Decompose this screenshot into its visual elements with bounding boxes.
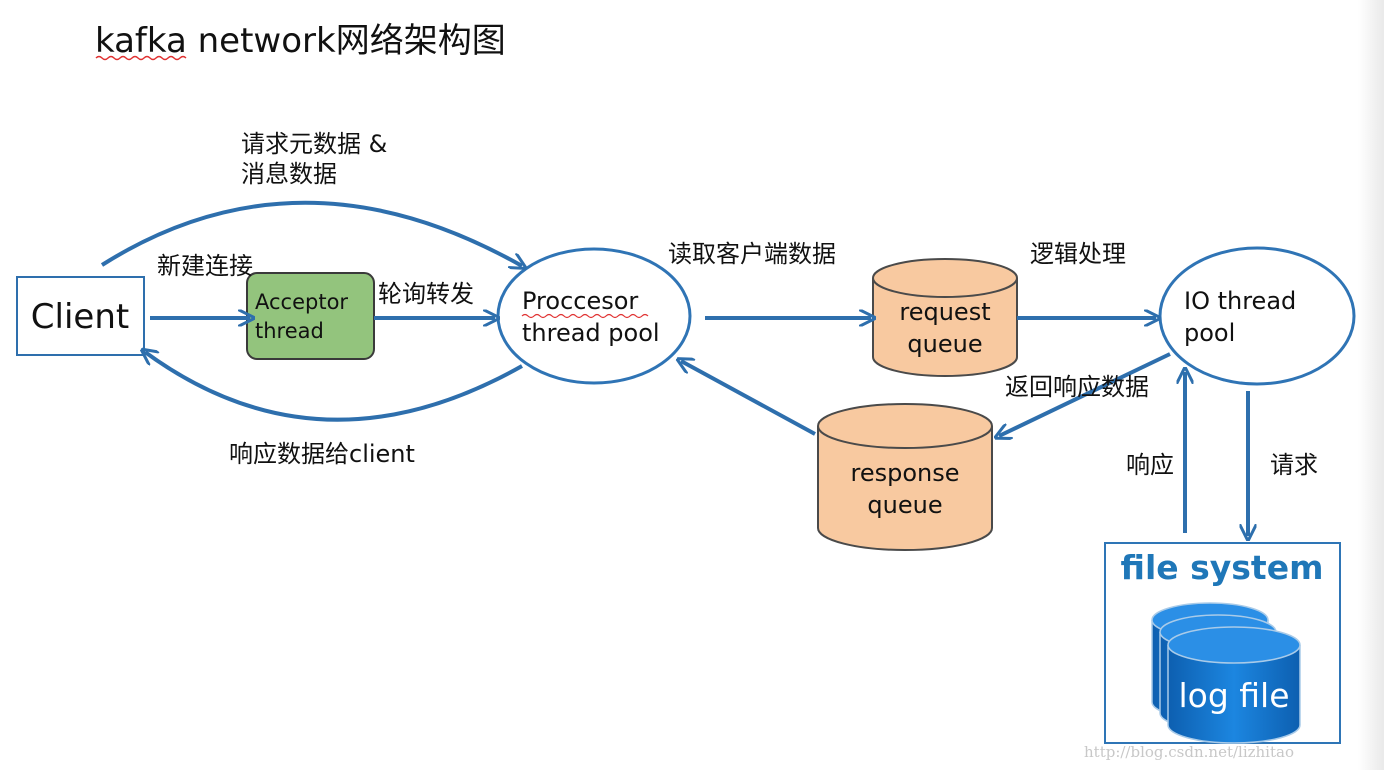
arrow-response-queue-to-processor xyxy=(681,361,816,436)
processor-spellcheck-underline xyxy=(521,313,649,319)
acceptor-thread-box xyxy=(246,272,375,360)
processor-label-line2: thread pool xyxy=(522,319,660,347)
client-label: Client xyxy=(31,297,129,337)
request-queue xyxy=(872,258,1018,377)
response-queue-label-line2: queue xyxy=(867,491,942,519)
edge-label-metadata-line1: 请求元数据 & xyxy=(241,130,387,158)
file-system-label: file system xyxy=(1121,548,1324,587)
processor-label-line1: Proccesor xyxy=(522,287,638,315)
edge-label-response-to-client: 响应数据给client xyxy=(229,440,415,468)
io-pool-label-line1: IO thread xyxy=(1184,287,1296,315)
log-file-stack xyxy=(1151,602,1301,744)
response-queue xyxy=(817,403,993,551)
client-box xyxy=(16,276,145,356)
io-pool-label-line2: pool xyxy=(1184,319,1235,347)
edge-label-round-robin: 轮询转发 xyxy=(378,280,474,308)
arrow-client-to-processor xyxy=(100,200,522,266)
response-queue-label-line1: response xyxy=(850,459,959,487)
arrow-io-pool-to-response-queue xyxy=(999,352,1171,436)
acceptor-label-line1: Acceptor xyxy=(255,290,348,314)
arrows xyxy=(100,200,1248,536)
edge-label-new-connection: 新建连接 xyxy=(157,252,253,280)
page-title: kafka network网络架构图 xyxy=(95,21,506,61)
edge-label-logic-processing: 逻辑处理 xyxy=(1030,240,1126,268)
edge-label-read-client-data: 读取客户端数据 xyxy=(668,240,836,268)
acceptor-label-line2: thread xyxy=(255,319,324,343)
arrow-processor-to-client xyxy=(145,352,523,422)
request-queue-label-line1: request xyxy=(899,298,990,326)
edge-label-metadata-line2: 消息数据 xyxy=(241,160,337,188)
spellcheck-underline xyxy=(95,55,187,61)
edge-label-fs-request: 请求 xyxy=(1270,451,1318,479)
request-queue-label-line2: queue xyxy=(907,330,982,358)
right-edge-shadow xyxy=(1358,0,1384,770)
edge-label-return-response: 返回响应数据 xyxy=(1005,373,1149,401)
log-file-label: log file xyxy=(1178,676,1289,715)
edge-label-fs-response: 响应 xyxy=(1126,451,1174,479)
watermark: http://blog.csdn.net/lizhitao xyxy=(1084,743,1294,761)
io-thread-pool xyxy=(1158,246,1356,386)
